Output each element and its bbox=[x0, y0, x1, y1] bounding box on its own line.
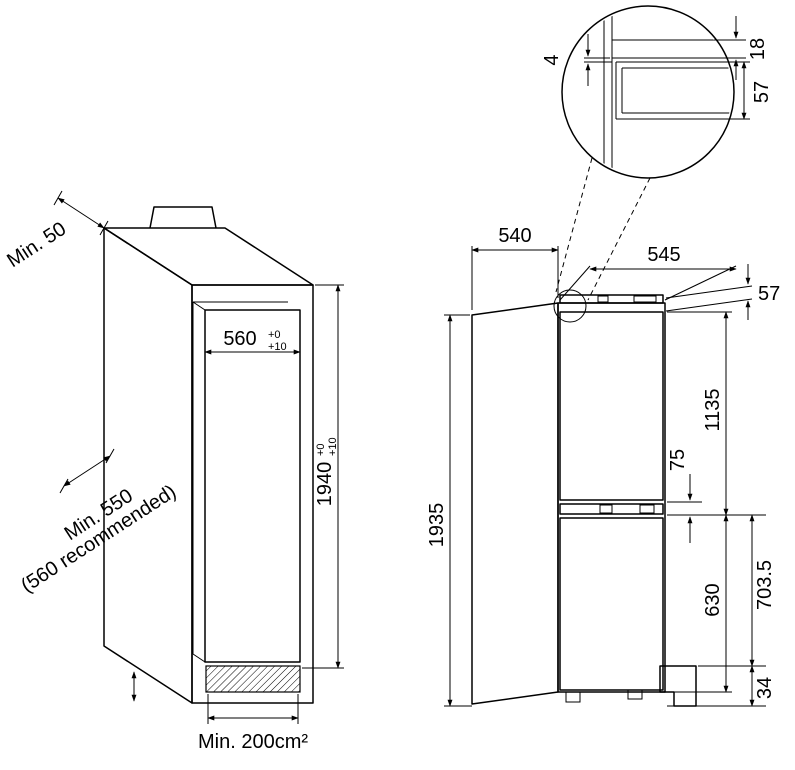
dim-appliance-depth: 540 bbox=[498, 225, 531, 247]
dim-appliance-height: 1935 bbox=[426, 503, 448, 548]
top-hinge bbox=[597, 295, 609, 303]
appliance-foot bbox=[627, 689, 643, 700]
middle-hinge bbox=[599, 504, 613, 514]
dim-niche-height-tol-upper: +0 bbox=[315, 443, 327, 456]
appliance-view: 540 545 57 1935 1135 75 630 70 bbox=[426, 225, 780, 707]
detail-leader-line bbox=[587, 177, 651, 301]
dim-door-width: 545 bbox=[647, 244, 680, 266]
cabinet-left-face bbox=[103, 227, 193, 704]
dim-depth-note: (560 recommended) bbox=[17, 481, 180, 598]
appliance-foot bbox=[565, 691, 581, 703]
dim-detail-door-thickness: 57 bbox=[751, 81, 773, 103]
niche-opening bbox=[204, 309, 301, 663]
middle-hinge bbox=[639, 504, 655, 514]
cabinet-top-notch bbox=[149, 206, 217, 229]
upper-door bbox=[559, 311, 664, 501]
cabinet-top-face bbox=[103, 227, 314, 286]
dim-niche-height-tol-lower: +10 bbox=[327, 437, 339, 456]
dim-detail-gap: 4 bbox=[541, 54, 563, 65]
dim-niche-height: 1940 bbox=[314, 462, 336, 507]
dim-lower-door-height: 630 bbox=[702, 583, 724, 616]
dim-ventilation-area: Min. 200cm² bbox=[198, 731, 308, 753]
dim-niche-width: 560 bbox=[223, 328, 256, 350]
dim-hinge-gap: 75 bbox=[667, 449, 689, 471]
cabinet-niche-view: 560 +0 +10 1940 +0 +10 Min. 50 Min. 550 … bbox=[3, 190, 344, 753]
dim-wall-clearance: Min. 50 bbox=[3, 218, 70, 272]
dim-detail-panel: 18 bbox=[747, 38, 769, 60]
dim-lower-section: 703.5 bbox=[754, 560, 776, 610]
detail-view: 4 18 57 bbox=[541, 5, 773, 323]
detail-cross-section bbox=[603, 8, 732, 176]
detail-circle bbox=[561, 5, 735, 179]
dim-niche-width-tol-upper: +0 bbox=[268, 329, 281, 341]
dim-niche-width-tol-lower: +10 bbox=[268, 341, 287, 353]
lower-door bbox=[559, 517, 664, 691]
dim-appliance-door-thickness: 57 bbox=[758, 283, 780, 305]
top-hinge-rail bbox=[559, 294, 664, 304]
appliance-side-face bbox=[471, 302, 559, 705]
detail-source-circle bbox=[553, 289, 587, 323]
cabinet-front-face bbox=[191, 284, 314, 704]
top-hinge bbox=[633, 295, 657, 303]
ventilation-grille bbox=[205, 665, 301, 693]
appliance-front-face bbox=[557, 302, 666, 693]
detail-leader-line bbox=[555, 157, 593, 293]
niche-interior-lines bbox=[192, 301, 288, 663]
dim-plinth-height: 34 bbox=[754, 677, 776, 699]
middle-hinge-rail bbox=[559, 503, 664, 515]
dim-upper-door-height: 1135 bbox=[702, 388, 724, 431]
